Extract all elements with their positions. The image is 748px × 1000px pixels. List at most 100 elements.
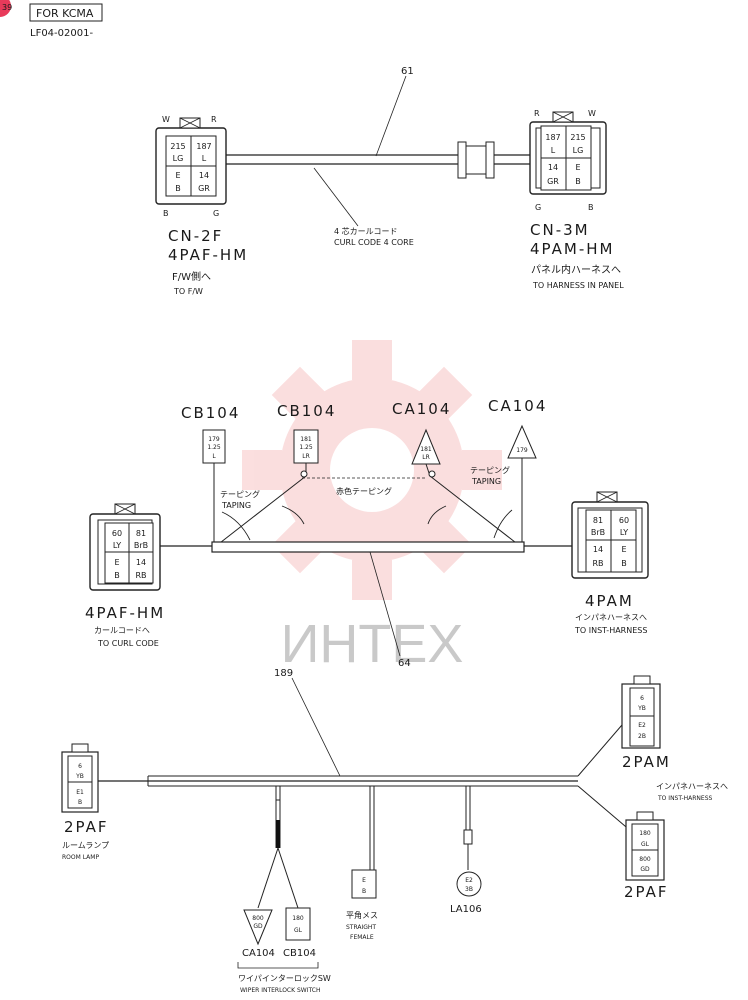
cn2f-cell: E xyxy=(175,171,180,180)
straight-en1: STRAIGHT xyxy=(346,924,376,931)
taping-jp-right: テーピング xyxy=(470,465,510,475)
cn3m-en: TO HARNESS IN PANEL xyxy=(532,281,624,290)
curl-code-jp: 4 芯カールコード xyxy=(334,226,397,236)
header-badge: FOR KCMA xyxy=(36,7,94,20)
inst-bot-cell: GL xyxy=(641,841,650,848)
connector-2paf-inst: 180 GL 800 GD xyxy=(625,811,665,881)
t1-top: 179 xyxy=(208,436,220,443)
cn2f-en: TO F/W xyxy=(173,287,203,296)
s2r-cell: B xyxy=(621,559,627,568)
s2l-cell: 81 xyxy=(136,529,146,538)
s2l-cell: LY xyxy=(113,541,121,550)
sec2-label-cb104: CB104 xyxy=(277,402,336,420)
cable-189-label: 189 xyxy=(274,668,293,679)
s2r-cell: 81 xyxy=(593,516,603,525)
wiper-jp: ワイパインターロックSW xyxy=(238,974,331,983)
s2l-en: TO CURL CODE xyxy=(97,639,159,648)
t2-bot: LR xyxy=(302,453,310,460)
connector-cn-2f: 215 187 LG L E 14 B GR W R B G xyxy=(155,115,227,218)
s2r-cell: 14 xyxy=(593,545,603,554)
cn3m-cell: B xyxy=(575,177,581,186)
cn3m-pin-label: B xyxy=(588,203,594,212)
watermark-text: ИНТЕХ xyxy=(281,614,464,674)
cn3m-type: 4PAM-HM xyxy=(530,240,614,258)
cn2f-cell: L xyxy=(202,154,207,163)
s2l-type: 4PAF-HM xyxy=(85,604,165,622)
la-bot: 3B xyxy=(465,886,473,893)
inst-top-type: 2PAM xyxy=(622,753,671,771)
connector-cn-3m: 187 215 L LG 14 E GR B R W G B xyxy=(529,109,607,212)
t2-mid: 1.25 xyxy=(299,444,313,451)
cn3m-cell: E xyxy=(575,163,580,172)
s2r-cell: BrB xyxy=(591,528,605,537)
s2r-cell: 60 xyxy=(619,516,629,525)
cable-61-label: 61 xyxy=(401,66,414,77)
cn3m-pin-label: R xyxy=(534,109,540,118)
room-cell: E1 xyxy=(76,789,84,796)
cn2f-type: 4PAF-HM xyxy=(168,246,248,264)
s2r-cell: E xyxy=(621,545,626,554)
room-cell: YB xyxy=(75,773,84,780)
la-top: E2 xyxy=(465,877,473,884)
cn2f-pin-label: B xyxy=(163,209,169,218)
s2r-cell: LY xyxy=(620,528,628,537)
cn3m-cell: L xyxy=(551,146,556,155)
cn2f-cell: B xyxy=(175,184,181,193)
room-cell: B xyxy=(78,799,82,806)
la-name: LA106 xyxy=(450,904,482,915)
page-mark xyxy=(0,0,11,17)
header-part-no: LF04-02001- xyxy=(30,28,93,39)
inst-bot-cell: 180 xyxy=(639,830,651,837)
s2l-cell: BrB xyxy=(134,541,148,550)
sec2-label-ca104: CA104 xyxy=(392,400,451,418)
section-curl-cord: 61 4 芯カールコード CURL CODE 4 CORE 215 187 LG… xyxy=(155,66,624,296)
inst-bot-cell: 800 xyxy=(639,856,651,863)
s2l-cell: 60 xyxy=(112,529,122,538)
s2l-cell: B xyxy=(114,571,120,580)
t1-mid: 1.25 xyxy=(207,444,221,451)
straight-jp: 平角メス xyxy=(346,910,378,920)
straight-top: E xyxy=(362,877,366,884)
cn3m-cell: LG xyxy=(573,146,584,155)
s2l-cell: E xyxy=(114,558,119,567)
wiper-tri-bot: GD xyxy=(253,923,263,930)
cn3m-jp: パネル内ハーネスへ xyxy=(531,263,621,276)
curl-code-en: CURL CODE 4 CORE xyxy=(334,238,414,247)
cn2f-pin-label: G xyxy=(213,209,219,218)
inst-top-cell: E2 xyxy=(638,722,646,729)
wiper-en: WIPER INTERLOCK SWITCH xyxy=(240,987,320,994)
red-taping-jp: 赤色テーピング xyxy=(336,486,392,496)
cn3m-name: CN-3M xyxy=(530,221,590,239)
cn3m-cell: 187 xyxy=(545,133,560,142)
wiper-label: CB104 xyxy=(283,948,316,959)
cn2f-pin-label: R xyxy=(211,115,217,124)
cn3m-pin-label: W xyxy=(588,109,596,118)
wiper-label: CA104 xyxy=(242,948,275,959)
cn2f-jp: F/W側へ xyxy=(172,270,211,283)
inst-top-cell: 2B xyxy=(638,733,646,740)
connector-4paf-hm-inst: 60 81 LY BrB E 14 B RB xyxy=(89,503,161,591)
straight-en2: FEMALE xyxy=(350,934,374,941)
s2r-en: TO INST-HARNESS xyxy=(574,626,647,635)
cable-64-label: 64 xyxy=(398,658,411,669)
s2r-cell: RB xyxy=(592,559,603,568)
cn2f-cell: 14 xyxy=(199,171,209,180)
wiper-box-top: 180 xyxy=(292,915,304,922)
connector-room-lamp: 6 YB E1 B xyxy=(61,743,99,813)
s2r-type: 4PAM xyxy=(585,592,634,610)
section-room-lamp: 189 6 YB E1 B 2PAF ルームランプ ROOM LAMP 6 YB… xyxy=(61,668,728,994)
connector-4pam-inst: 81 60 BrB LY 14 E RB B xyxy=(571,491,649,579)
sec2-label-cb104: CB104 xyxy=(181,404,240,422)
inst-en: TO INST-HARNESS xyxy=(657,795,713,802)
room-en: ROOM LAMP xyxy=(62,854,99,861)
watermark-logo xyxy=(242,340,502,600)
section-inst-harness: CB104 CB104 CA104 CA104 179 1.25 L 181 1… xyxy=(85,397,649,669)
cn2f-cell: 187 xyxy=(196,142,211,151)
inst-top-cell: 6 xyxy=(640,695,644,702)
inst-top-cell: YB xyxy=(637,705,646,712)
inst-bot-cell: GD xyxy=(640,866,650,873)
t4-top: 179 xyxy=(516,447,528,454)
taping-en-right: TAPING xyxy=(471,477,501,486)
s2l-cell: RB xyxy=(135,571,146,580)
straight-bot: B xyxy=(362,888,366,895)
